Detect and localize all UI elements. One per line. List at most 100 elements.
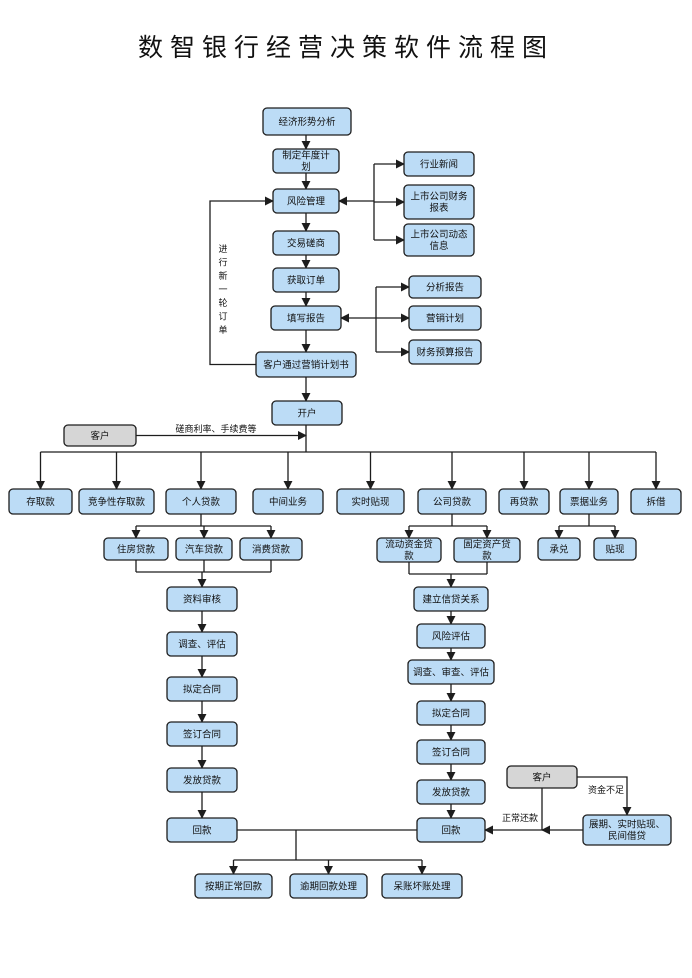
node-label-cqk: 存取款 — [26, 496, 55, 508]
node-yqhk: 逾期回款处理 — [289, 873, 368, 899]
node-ndht1: 拟定合同 — [166, 676, 238, 702]
node-jzxck: 竞争性存取款 — [78, 488, 155, 515]
node-box-ffdk1 — [166, 767, 238, 793]
label-short: 资金不足 — [588, 784, 624, 796]
node-box-jysh — [272, 230, 340, 256]
node-label-gsdk: 公司贷款 — [433, 496, 472, 508]
node-box-kehu1 — [63, 424, 137, 447]
node-box-sscwbb — [403, 184, 475, 220]
node-box-grdk — [165, 488, 237, 515]
node-box-ndht2 — [416, 700, 486, 726]
node-yxjh: 营销计划 — [408, 305, 482, 331]
node-jysh: 交易磋商 — [272, 230, 340, 256]
node-box-xfdk — [239, 537, 303, 561]
node-zdnd: 制定年度计划 — [272, 148, 340, 174]
node-box-zdnd — [272, 148, 340, 174]
node-cj: 拆借 — [630, 488, 682, 515]
node-label-zdk: 再贷款 — [510, 496, 539, 508]
node-label-qcdk: 汽车贷款 — [185, 543, 224, 555]
node-box-dzhz — [381, 873, 463, 899]
node-kehu2: 客户 — [506, 765, 578, 789]
node-gsdk: 公司贷款 — [417, 488, 487, 515]
arrow-loop — [209, 196, 274, 366]
node-sscwbb: 上市公司财务报表 — [403, 184, 475, 220]
connector-lines — [35, 135, 661, 875]
node-hk2: 回款 — [416, 817, 486, 843]
node-kh: 开户 — [271, 400, 343, 426]
node-ssdtxx: 上市公司动态信息 — [403, 223, 475, 257]
node-box-cj — [630, 488, 682, 515]
node-box-kh — [271, 400, 343, 426]
label-loop: 进行新一轮订单 — [218, 244, 227, 336]
node-box-fxbg — [408, 275, 482, 299]
node-label-cj: 拆借 — [646, 496, 666, 508]
node-ffdk2: 发放贷款 — [416, 779, 486, 805]
node-box-zlsh — [166, 586, 238, 612]
node-label-cd: 承兑 — [549, 543, 569, 555]
node-box-gdzc — [453, 537, 521, 563]
node-label-kehu2: 客户 — [532, 771, 551, 783]
node-label-zq: 展期、实时贴现、民间借贷 — [589, 819, 665, 843]
node-box-qdht2 — [416, 739, 486, 765]
node-label-dcscpg: 调查、审查、评估 — [413, 666, 490, 678]
node-box-ssdtxx — [403, 223, 475, 257]
node-dcpg: 调查、评估 — [166, 631, 238, 657]
node-box-yqhk — [289, 873, 368, 899]
node-label-yxjh: 营销计划 — [426, 312, 464, 324]
node-label-fxgl: 风险管理 — [287, 195, 326, 207]
node-label-cwys: 财务预算报告 — [416, 346, 473, 358]
node-box-tx — [593, 537, 637, 561]
node-hyxw: 行业新闻 — [403, 151, 475, 177]
node-box-zq — [582, 814, 672, 846]
node-box-ndht1 — [166, 676, 238, 702]
node-label-tx: 贴现 — [605, 543, 625, 555]
node-label-hk2: 回款 — [441, 824, 461, 836]
node-box-jlxd — [413, 586, 489, 612]
node-label-jlxd: 建立信贷关系 — [422, 593, 479, 605]
node-box-cd — [537, 537, 581, 561]
node-zdk: 再贷款 — [498, 488, 550, 515]
node-box-hk1 — [166, 817, 238, 843]
node-cd: 承兑 — [537, 537, 581, 561]
arrow-kehu2-zq — [577, 776, 632, 816]
node-zq: 展期、实时贴现、民间借贷 — [582, 814, 672, 846]
node-label-ndht2: 拟定合同 — [432, 707, 470, 719]
node-label-jzxck: 竞争性存取款 — [88, 496, 146, 508]
node-kehu1: 客户 — [63, 424, 137, 447]
label-rate: 磋商利率、手续费等 — [175, 423, 256, 435]
node-ldzj: 流动资金贷款 — [376, 537, 442, 563]
node-dcscpg: 调查、审查、评估 — [407, 659, 495, 685]
node-qdht1: 签订合同 — [166, 721, 238, 747]
node-label-xfdk: 消费贷款 — [252, 543, 291, 555]
node-label-qdht2: 签订合同 — [432, 746, 470, 758]
node-label-khjh: 客户通过营销计划书 — [263, 359, 349, 371]
node-cqk: 存取款 — [8, 488, 73, 515]
node-box-hqdd — [272, 267, 340, 293]
node-label-fxbg: 分析报告 — [426, 281, 464, 293]
node-box-zdk — [498, 488, 550, 515]
node-box-gsdk — [417, 488, 487, 515]
node-box-cqk — [8, 488, 73, 515]
node-label-sstx: 实时贴现 — [351, 496, 390, 508]
node-label-dcpg: 调查、评估 — [178, 638, 226, 650]
node-label-kh: 开户 — [297, 407, 316, 419]
node-label-kehu1: 客户 — [90, 430, 109, 442]
node-label-dzhz: 呆账坏账处理 — [393, 880, 451, 892]
node-jjxs: 经济形势分析 — [262, 107, 352, 136]
node-label-sscwbb: 上市公司财务报表 — [410, 191, 468, 215]
node-hk1: 回款 — [166, 817, 238, 843]
node-box-zjyw — [252, 488, 324, 515]
node-box-fxpg — [416, 623, 486, 649]
node-zjyw: 中间业务 — [252, 488, 324, 515]
node-label-jysh: 交易磋商 — [287, 237, 325, 249]
node-label-hk1: 回款 — [192, 824, 212, 836]
node-dzhz: 呆账坏账处理 — [381, 873, 463, 899]
node-label-ssdtxx: 上市公司动态信息 — [410, 229, 468, 253]
node-box-dcscpg — [407, 659, 495, 685]
node-label-ndht1: 拟定合同 — [183, 683, 221, 695]
node-aqzc: 按期正常回款 — [194, 873, 273, 899]
node-grdk: 个人贷款 — [165, 488, 237, 515]
node-label-txbg: 填写报告 — [287, 312, 325, 324]
